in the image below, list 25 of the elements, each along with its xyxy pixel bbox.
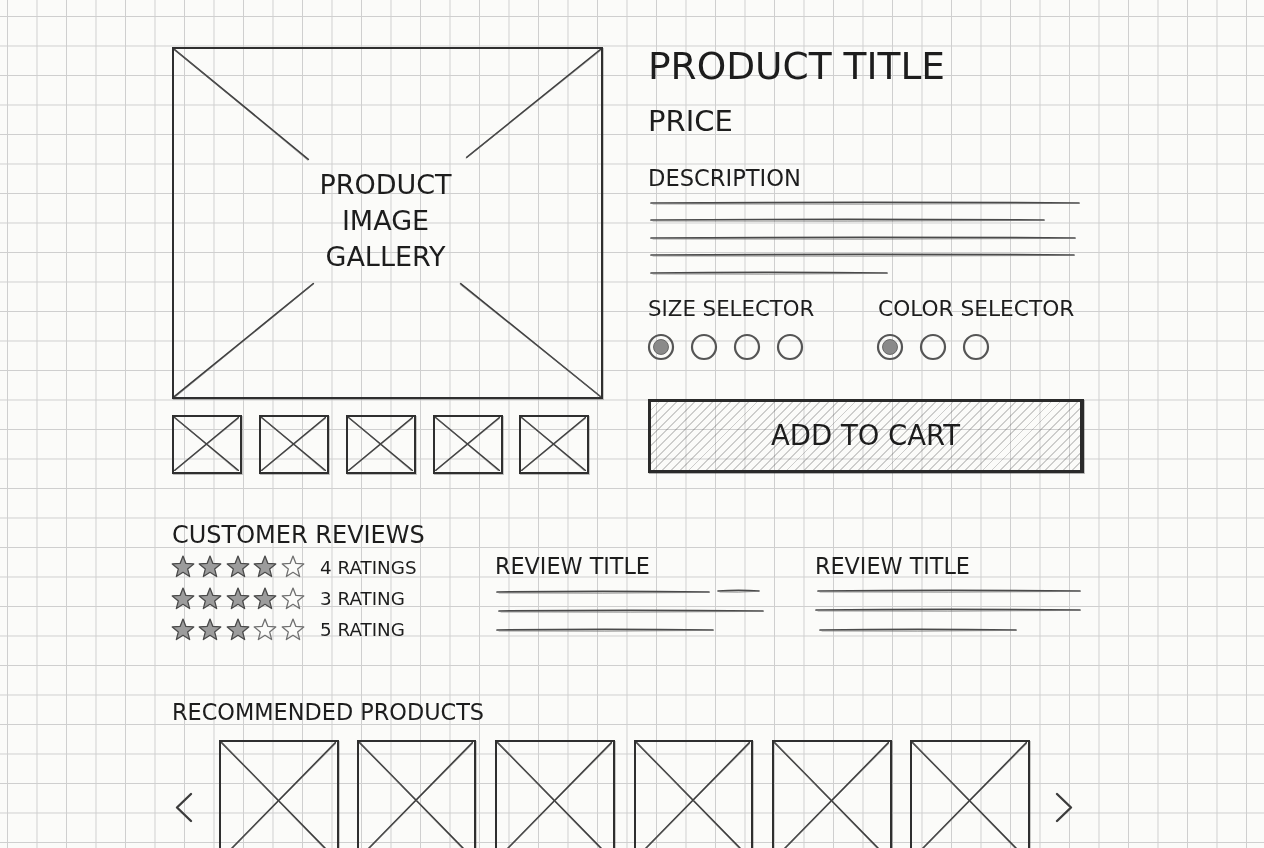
review-title: REVIEW TITLE [495, 554, 650, 578]
rating-count: 3 RATING [320, 590, 405, 609]
product-image-card [219, 740, 339, 848]
image-thumbnail [433, 415, 503, 474]
product-image-card [634, 740, 753, 848]
image-thumbnail [172, 415, 242, 474]
product-image-card [772, 740, 892, 848]
product-image-card [910, 740, 1030, 848]
review-title: REVIEW TITLE [815, 554, 970, 578]
image-thumbnail [259, 415, 329, 474]
image-gallery-panel: PRODUCT IMAGE GALLERY [172, 47, 603, 399]
section-heading: RECOMMENDED PRODUCTS [172, 701, 485, 724]
product-title: PRODUCT TITLE [648, 48, 945, 86]
rating-count: 5 RATING [320, 621, 405, 640]
selector-label: SIZE SELECTOR [648, 297, 815, 320]
image-thumbnail [519, 415, 589, 474]
image-thumbnail [346, 415, 416, 474]
section-heading: CUSTOMER REVIEWS [172, 523, 425, 547]
add-to-cart-button: ADD TO CART [648, 399, 1084, 473]
product-image-card [495, 740, 615, 848]
rating-count: 4 RATINGS [320, 558, 417, 578]
selector-label: COLOR SELECTOR [878, 297, 1075, 320]
product-image-card [357, 740, 476, 848]
price-label: PRICE [648, 107, 733, 137]
section-heading: DESCRIPTION [648, 167, 801, 190]
